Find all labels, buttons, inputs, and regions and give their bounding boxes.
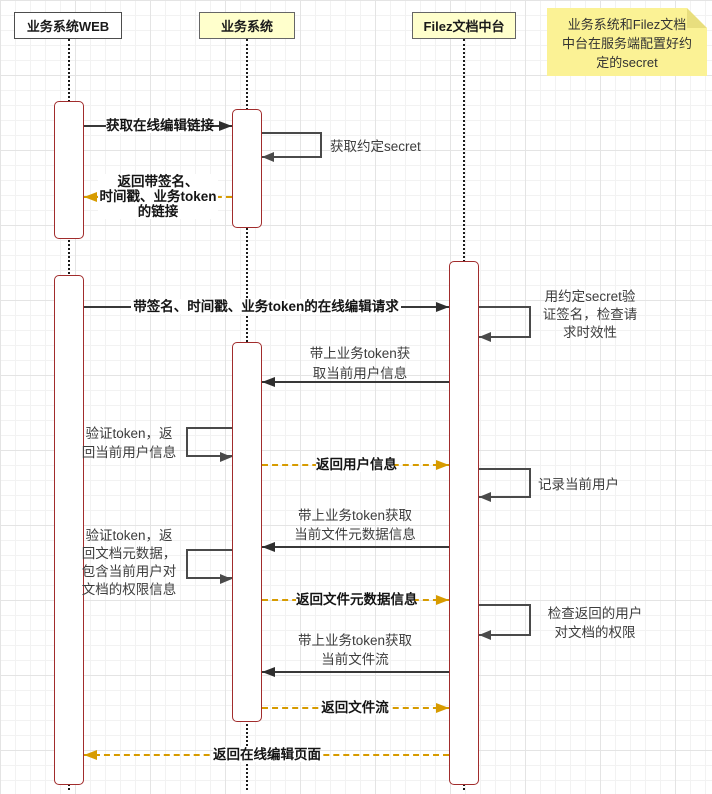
arrowhead-icon (262, 377, 275, 387)
activation-biz-2 (232, 342, 262, 722)
message-line-get-user-info (262, 381, 449, 383)
message-label-check-permission: 检查返回的用户对文档的权限 (547, 606, 643, 640)
note-secret: 业务系统和Filez文档中台在服务端配置好约定的secret (547, 8, 707, 76)
activation-biz-1 (232, 109, 262, 228)
arrowhead-icon (436, 703, 449, 713)
actor-filez: Filez文档中台 (412, 12, 516, 39)
self-loop-verify-sign (479, 306, 531, 338)
arrowhead-icon (479, 492, 491, 502)
arrowhead-icon (436, 595, 449, 605)
actor-web: 业务系统WEB (14, 12, 122, 39)
message-label-get-secret: 获取约定secret (330, 139, 421, 154)
message-label-get-file-stream: 带上业务token获取当前文件流 (297, 633, 413, 667)
activation-web-1 (54, 101, 84, 239)
message-line-get-file-stream (262, 671, 449, 673)
message-label-return-file-meta: 返回文件元数据信息 (296, 592, 418, 607)
arrowhead-icon (262, 152, 274, 162)
message-label-return-file-stream: 返回文件流 (321, 700, 389, 715)
self-loop-record-user (479, 468, 531, 498)
arrowhead-icon (262, 542, 275, 552)
message-label-get-edit-link: 获取在线编辑链接 (106, 118, 214, 133)
message-label-verify-token-meta: 验证token，返回文档元数据，包含当前用户对文档的权限信息 (81, 528, 177, 597)
activation-web-2 (54, 275, 84, 785)
message-label-get-user-info: 带上业务token获取当前用户信息 (309, 346, 411, 381)
self-loop-verify-token-meta (186, 549, 232, 579)
arrowhead-icon (84, 192, 97, 202)
arrowhead-icon (84, 750, 97, 760)
message-label-verify-token-user: 验证token，返回当前用户信息 (81, 426, 177, 460)
actor-biz-label: 业务系统 (220, 19, 273, 34)
message-label-verify-sign: 用约定secret验证签名，检查请求时效性 (542, 289, 638, 340)
arrowhead-icon (220, 452, 232, 462)
actor-filez-label: Filez文档中台 (423, 19, 505, 34)
note-fold-icon (687, 8, 707, 28)
message-label-record-user: 记录当前用户 (538, 477, 619, 492)
activation-filez-1 (449, 261, 479, 785)
message-label-edit-request: 带签名、时间戳、业务token的在线编辑请求 (131, 299, 401, 314)
message-label-return-user-info: 返回用户信息 (316, 457, 397, 472)
arrowhead-icon (436, 460, 449, 470)
actor-biz: 业务系统 (199, 12, 295, 39)
arrowhead-icon (436, 302, 449, 312)
arrowhead-icon (220, 574, 232, 584)
arrowhead-icon (219, 121, 232, 131)
arrowhead-icon (479, 332, 491, 342)
message-line-get-file-meta (262, 546, 449, 548)
self-loop-check-permission (479, 604, 531, 636)
arrowhead-icon (262, 667, 275, 677)
arrowhead-icon (479, 630, 491, 640)
note-secret-text: 业务系统和Filez文档中台在服务端配置好约定的secret (561, 17, 692, 70)
self-loop-get-secret (262, 132, 322, 158)
actor-web-label: 业务系统WEB (26, 19, 110, 34)
self-loop-verify-token-user (186, 427, 232, 457)
message-label-get-file-meta: 带上业务token获取当前文件元数据信息 (294, 508, 416, 542)
message-label-return-edit-page: 返回在线编辑页面 (213, 747, 321, 762)
